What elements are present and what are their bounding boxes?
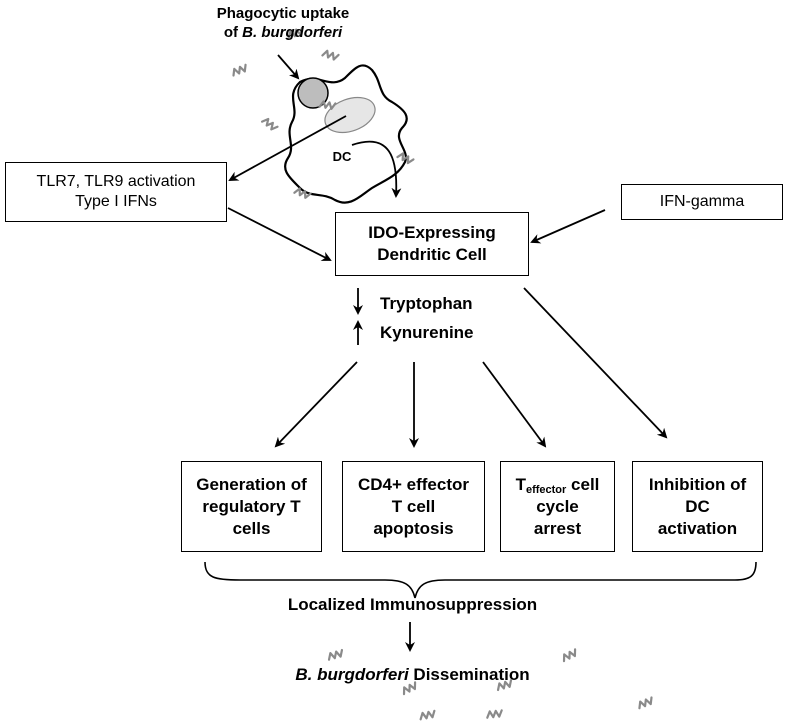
- tlr-to-ido-arrow: [227, 207, 332, 261]
- bacterium: [418, 709, 437, 721]
- bacterium: [636, 696, 655, 710]
- dc-inhib-line1: Inhibition of: [648, 474, 747, 494]
- dissemination-italic: B. burgdorferi: [295, 665, 409, 684]
- ido-line2: Dendritic Cell: [377, 245, 487, 264]
- teff-suffix: cell: [566, 474, 600, 494]
- to-teff-arrow: [482, 361, 547, 448]
- bacterium: [485, 709, 504, 719]
- teff-line1: Teffector cell: [516, 474, 600, 496]
- bacterium: [321, 48, 340, 62]
- uptake-line2-italic: B. burgdorferi: [242, 24, 343, 41]
- localized-immunosuppression-label: Localized Immunosuppression: [287, 595, 538, 614]
- tryptophan-label: Tryptophan: [380, 294, 473, 313]
- ido-line1: IDO-Expressing: [368, 223, 496, 242]
- dc-inhibition-box: Inhibition of DC activation: [632, 461, 763, 552]
- teff-line3: arrest: [533, 518, 582, 538]
- cd4-line1: CD4+ effector: [357, 474, 469, 494]
- ifn-gamma-label: IFN-gamma: [659, 193, 745, 210]
- dc-inhib-line3: activation: [657, 518, 738, 538]
- bacterium: [261, 115, 279, 133]
- treg-line2: regulatory T: [202, 496, 301, 516]
- dissemination-label: B. burgdorferi Dissemination: [240, 665, 585, 685]
- tlr-line2: Type I IFNs: [75, 193, 157, 210]
- treg-line3: cells: [232, 518, 271, 538]
- outcome-brace: [204, 561, 757, 599]
- dc-label: DC: [332, 149, 352, 164]
- uptake-line2-prefix: of: [223, 24, 243, 41]
- tlr-activation-box: TLR7, TLR9 activation Type I IFNs: [5, 162, 227, 222]
- teff-subscript: effector: [525, 483, 567, 496]
- cd4-line3: apoptosis: [373, 518, 454, 538]
- kynurenine-label: Kynurenine: [380, 323, 474, 342]
- ido-to-dc-inhib-arrow: [523, 287, 668, 439]
- bacterium: [560, 648, 579, 663]
- uptake-arrow: [277, 54, 300, 80]
- to-treg-arrow: [274, 361, 358, 448]
- dc-to-ido-arrow: [351, 140, 402, 198]
- ifn-gamma-box: IFN-gamma: [621, 184, 783, 220]
- nucleus-to-tlr-arrow: [228, 115, 347, 181]
- treg-generation-box: Generation of regulatory T cells: [181, 461, 322, 552]
- teffector-arrest-box: Teffector cell cycle arrest: [500, 461, 615, 552]
- cd4-apoptosis-box: CD4+ effector T cell apoptosis: [342, 461, 485, 552]
- cd4-line2: T cell: [391, 496, 436, 516]
- uptake-line1: Phagocytic uptake: [216, 5, 350, 22]
- phagocytic-uptake-label: Phagocytic uptake of B. burgdorferi: [208, 4, 358, 42]
- teff-prefix: T: [515, 474, 526, 494]
- teff-line2: cycle: [536, 496, 579, 516]
- ifn-to-ido-arrow: [530, 209, 606, 244]
- dc-nucleus: [324, 96, 376, 134]
- bacterium: [326, 648, 345, 661]
- bacterium: [230, 63, 249, 77]
- phagosome: [297, 77, 329, 109]
- ido-dendritic-cell-box: IDO-Expressing Dendritic Cell: [335, 212, 529, 276]
- dissemination-rest: Dissemination: [408, 665, 530, 684]
- treg-line1: Generation of: [196, 474, 307, 494]
- dc-inhib-line2: DC: [685, 496, 710, 516]
- tlr-line1: TLR7, TLR9 activation: [36, 173, 196, 190]
